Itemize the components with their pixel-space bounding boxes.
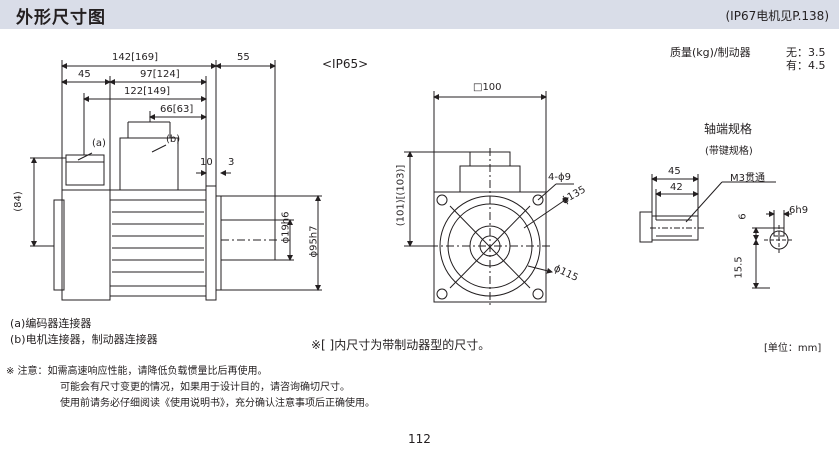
dim-122: 122[149] <box>124 86 170 97</box>
shaft-spec-subtitle: (带键规格) <box>705 146 753 157</box>
mass-no-brake: 无：3.5 <box>786 46 826 59</box>
label-motor-connector: (b) <box>166 134 181 145</box>
dim-mounting-holes: 4-ϕ9 <box>548 172 571 183</box>
dim-45: 45 <box>78 69 91 80</box>
shaft-thread: M3贯通 <box>730 173 765 184</box>
shaft-spec-title: 轴端规格 <box>704 122 753 136</box>
mass-label: 质量(kg)/制动器 <box>670 46 751 59</box>
front-view-dimensions <box>404 91 574 274</box>
ip65-label: <IP65> <box>322 57 369 71</box>
unit-note: [单位：mm] <box>764 343 822 354</box>
dim-front-height: (101)[(103)] <box>395 164 407 227</box>
mass-with-brake: 有：4.5 <box>786 59 826 72</box>
legend-encoder-connector: (a)编码器连接器 <box>10 317 92 330</box>
section-title: 外形尺寸图 <box>16 8 106 28</box>
caution-note-line3: 使用前请务必仔细阅读《使用说明书》，充分确认注意事项后正确使用。 <box>60 398 375 409</box>
dim-height-84: (84) <box>12 191 24 212</box>
shaft-dim-42: 42 <box>670 182 683 193</box>
legend-motor-connector: (b)电机连接器，制动器连接器 <box>10 333 158 346</box>
caution-note-line1: ※ 注意：如需高速响应性能，请降低负载惯量比后再使用。 <box>6 366 268 377</box>
dim-10: 10 <box>200 157 213 168</box>
side-view-dimensions <box>30 60 322 291</box>
shaft-key-width: 6h9 <box>789 205 809 216</box>
dim-97: 97[124] <box>140 69 180 80</box>
front-view-motor <box>430 148 552 306</box>
section-header: 外形尺寸图 (IP67电机见P.138) <box>0 0 839 29</box>
page-number: 112 <box>408 432 431 446</box>
bracket-dimension-note: ※[ ]内尺寸为带制动器型的尺寸。 <box>311 338 491 352</box>
dim-shaft-length: 55 <box>237 52 250 63</box>
dim-66: 66[63] <box>160 104 194 115</box>
dim-overall-length: 142[169] <box>112 52 158 63</box>
caution-note-line2: 可能会有尺寸变更的情况，如果用于设计目的，请咨询确切尺寸。 <box>60 382 350 393</box>
dim-spigot-diameter: ϕ95h7 <box>308 225 320 258</box>
side-view-motor <box>53 121 278 301</box>
shaft-dim-6: 6 <box>737 213 749 220</box>
dim-shaft-diameter: ϕ19h6 <box>280 211 292 244</box>
ip67-reference-note: (IP67电机见P.138) <box>725 9 830 23</box>
dim-3: 3 <box>228 157 235 168</box>
dim-flange-square: □100 <box>473 82 502 93</box>
shaft-end-drawing <box>639 174 794 289</box>
shaft-dim-15-5: 15.5 <box>733 256 745 279</box>
label-encoder-connector: (a) <box>92 138 106 149</box>
shaft-dim-45: 45 <box>668 166 681 177</box>
